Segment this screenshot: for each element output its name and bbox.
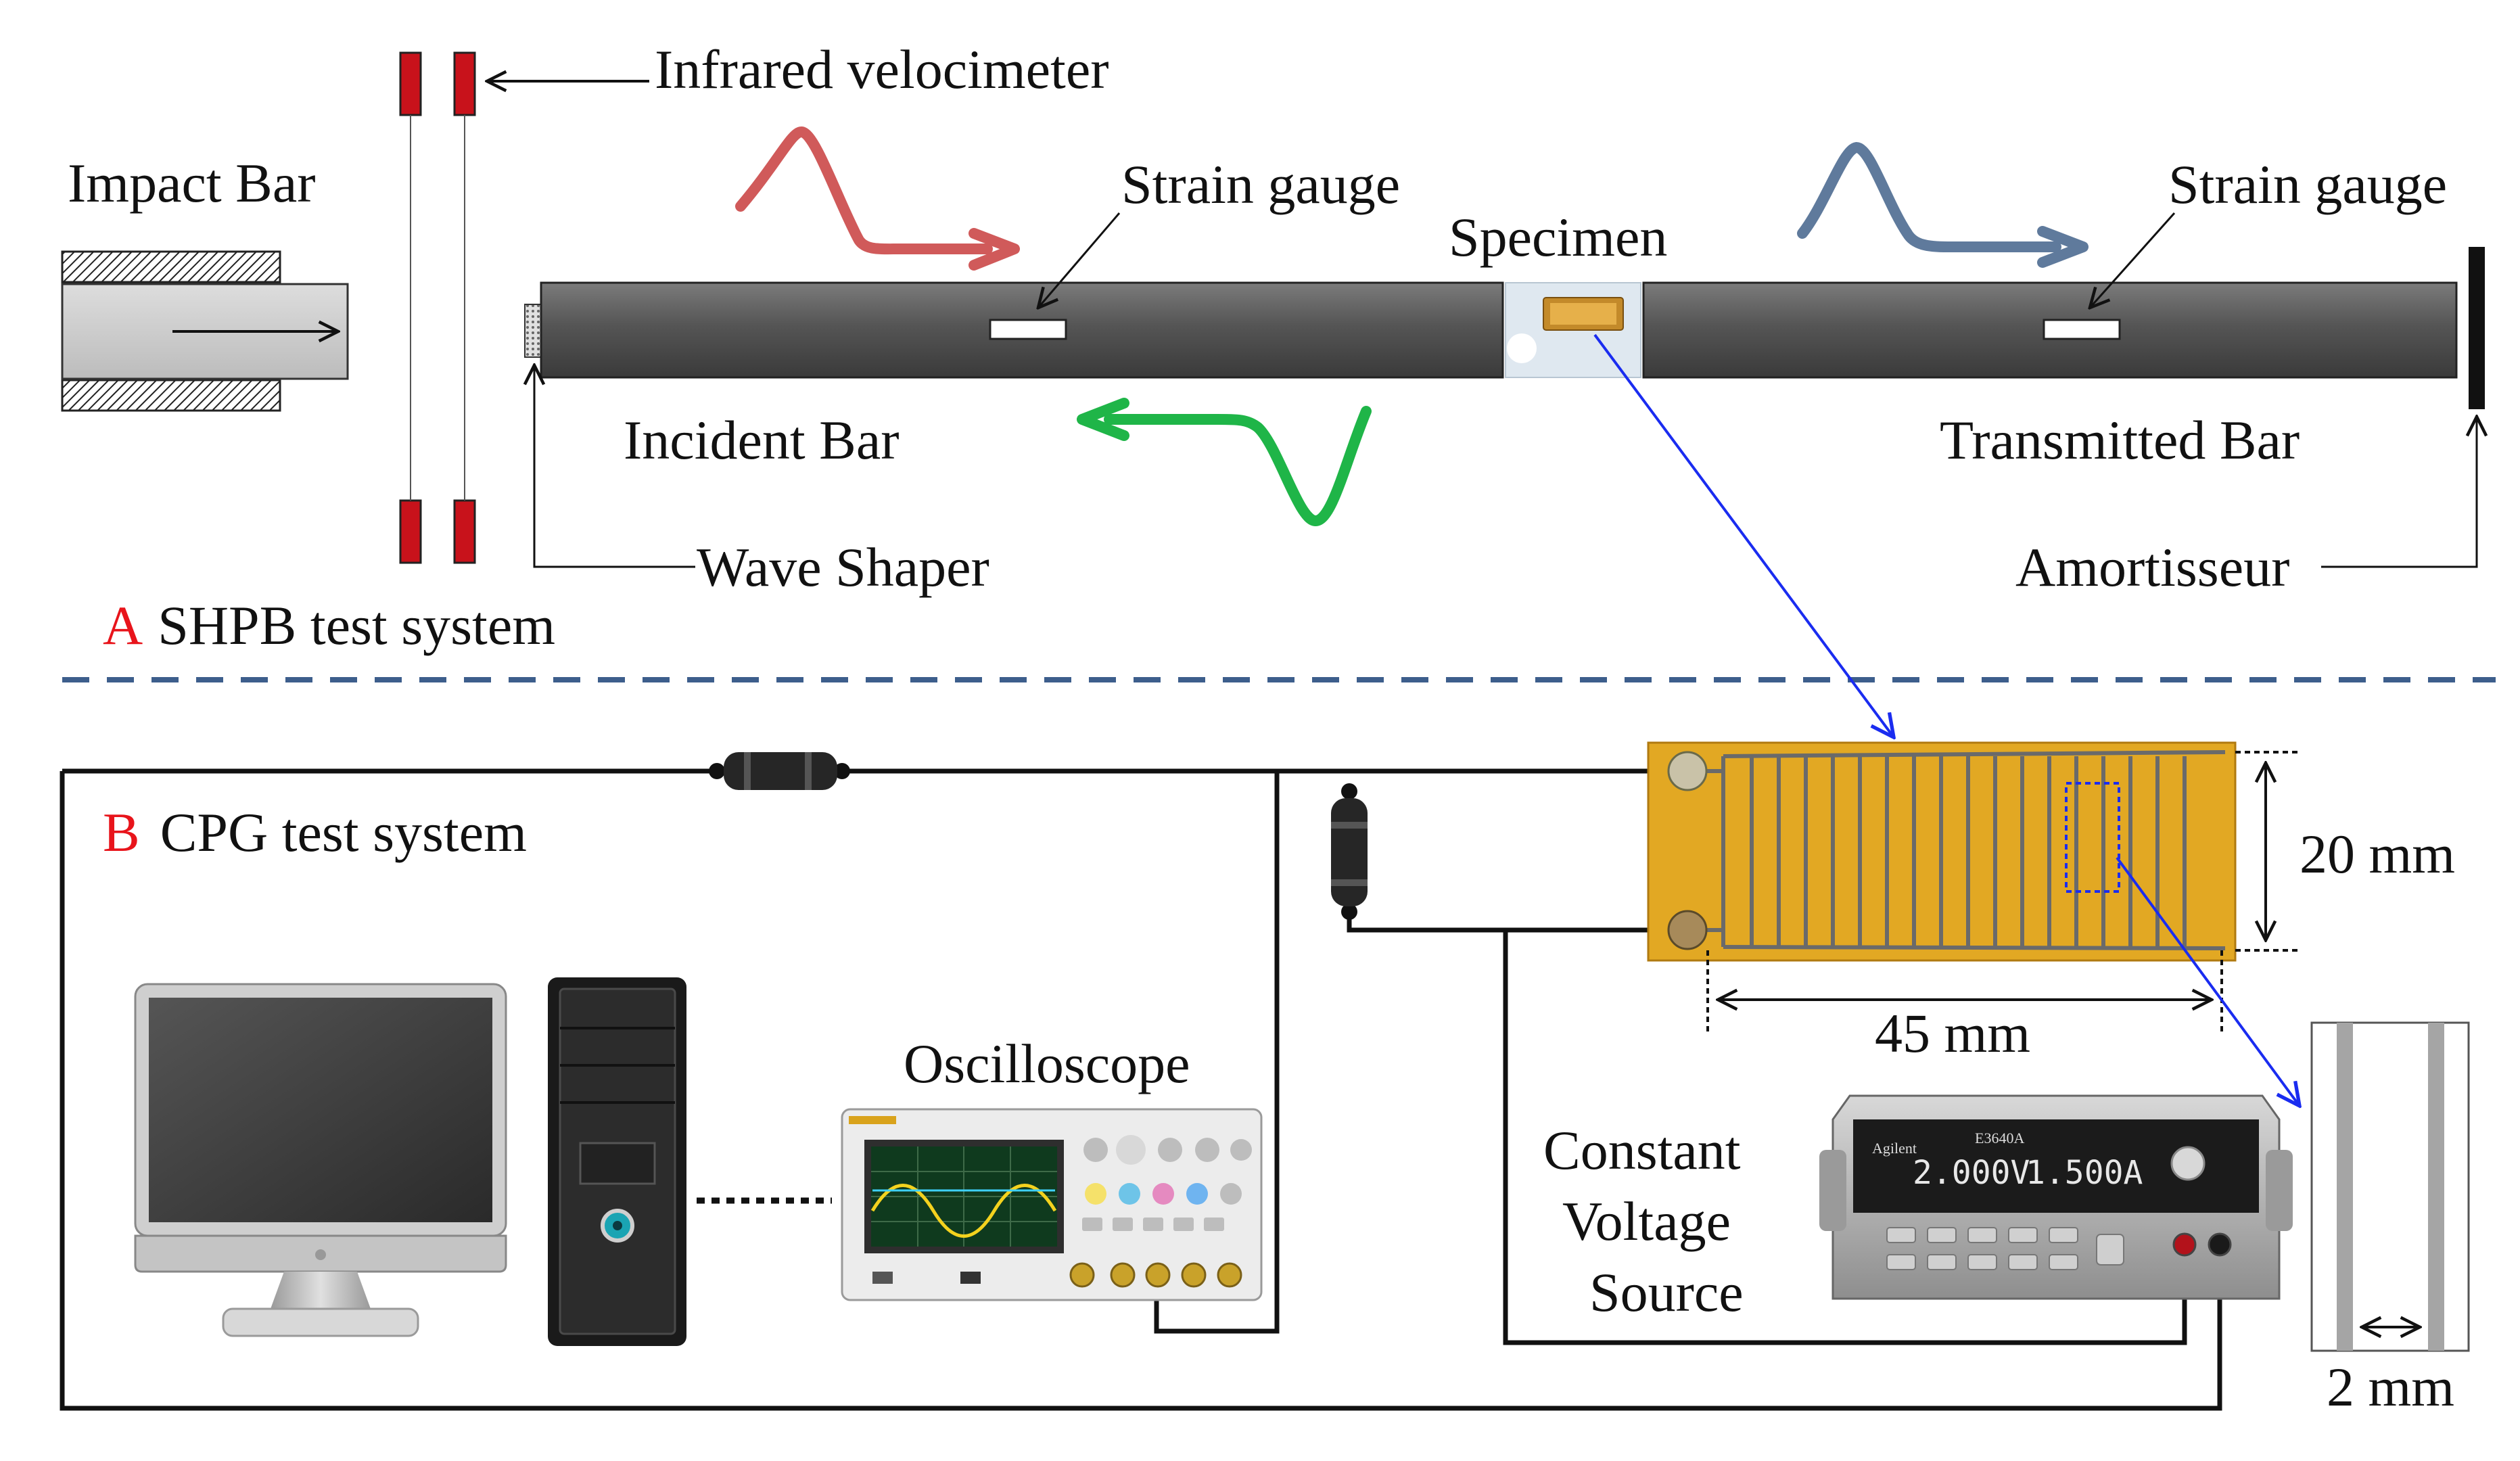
- dimension-width: [1706, 950, 2223, 1035]
- voltage-source-label-2: Voltage: [1562, 1190, 1731, 1252]
- part-a-letter: A: [103, 595, 143, 656]
- dimension-width-label: 45 mm: [1875, 1002, 2030, 1064]
- resistor-series: [709, 752, 850, 790]
- part-b-title: B CPG test system: [103, 802, 527, 863]
- wave-shaper-pointer: [534, 365, 695, 568]
- voltage-source-label-3: Source: [1589, 1261, 1744, 1323]
- strain-gauge-right-label: Strain gauge: [2168, 154, 2447, 215]
- wave-shaper: [524, 304, 542, 358]
- infrared-velocimeter: [399, 51, 649, 564]
- specimen: [1505, 282, 1641, 378]
- psu-model: E3640A: [1975, 1130, 2024, 1146]
- amortisseur-label: Amortisseur: [2015, 536, 2289, 598]
- part-b-letter: B: [103, 802, 140, 863]
- incident-bar-label: Incident Bar: [624, 409, 900, 471]
- incident-bar: [540, 212, 1504, 379]
- amortisseur-pointer: [2321, 417, 2477, 568]
- power-supply: Agilent E3640A 2.000V 1.500A: [1819, 1094, 2293, 1300]
- transmitted-bar: [1642, 212, 2485, 409]
- wave-shaper-label: Wave Shaper: [697, 536, 989, 598]
- dimension-height: [2235, 751, 2300, 952]
- cpg-sensor: [1647, 741, 2237, 962]
- infrared-velocimeter-label: Infrared velocimeter: [655, 39, 1109, 100]
- transmitted-wave: [1797, 142, 2089, 268]
- computer-monitor: [134, 983, 507, 1337]
- computer-tower: [548, 977, 686, 1346]
- dimension-height-label: 20 mm: [2300, 823, 2455, 885]
- specimen-label: Specimen: [1449, 206, 1667, 268]
- psu-brand: Agilent: [1872, 1140, 1917, 1157]
- part-a-title-text: SHPB test system: [158, 595, 555, 656]
- grid-lines: [1687, 750, 2226, 950]
- grid-zoom-pointer: [2116, 856, 2300, 1106]
- impact-bar: [61, 250, 349, 412]
- strain-gauge-left-label: Strain gauge: [1121, 154, 1400, 215]
- oscilloscope: [841, 1108, 1263, 1301]
- voltage-source-label-1: Constant: [1543, 1119, 1741, 1181]
- part-b-title-text: CPG test system: [160, 802, 527, 863]
- impact-bar-label: Impact Bar: [68, 152, 316, 214]
- grid-line-detail: [2310, 1021, 2470, 1352]
- resistor-shunt: [1331, 783, 1368, 920]
- transmitted-bar-label: Transmitted Bar: [1940, 409, 2300, 471]
- oscilloscope-label: Oscilloscope: [904, 1033, 1190, 1094]
- psu-voltage-readout: 2.000V: [1913, 1154, 2030, 1192]
- reflected-wave: [1077, 398, 1372, 526]
- circuit-wiring: [60, 768, 2222, 1411]
- dimension-spacing-label: 2 mm: [2327, 1356, 2454, 1418]
- psu-current-readout: 1.500A: [2026, 1154, 2143, 1192]
- specimen-zoom-pointer: [1593, 333, 1894, 737]
- incident-wave: [735, 126, 1020, 271]
